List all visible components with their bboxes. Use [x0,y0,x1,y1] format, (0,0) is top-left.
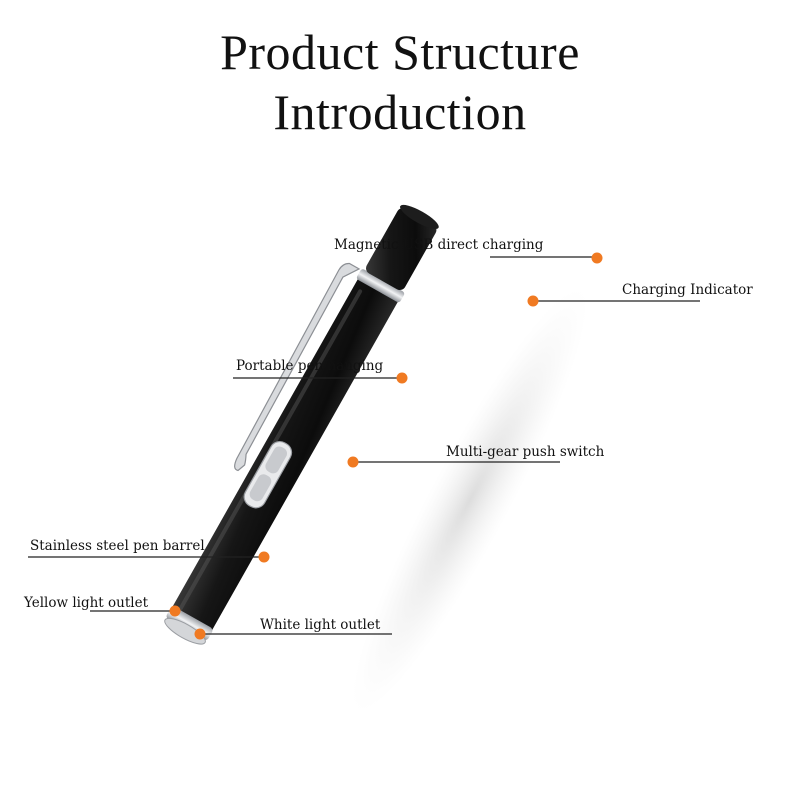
callout-usb-charging: Magnetic USB direct charging [334,237,544,253]
callout-white-light: White light outlet [260,617,381,633]
lens-face [164,617,206,645]
marker-clip [396,372,408,384]
pen-shadow [351,287,589,713]
pen-body [164,204,439,645]
rear-chrome-ring [356,269,405,303]
callout-push-switch: Multi-gear push switch [446,444,605,460]
callout-pen-barrel: Stainless steel pen barrel [30,538,205,554]
marker-usb [591,252,603,264]
callout-markers [169,252,603,640]
pocket-clip [234,262,361,472]
marker-white [194,628,206,640]
callout-pen-hanging: Portable pen hanging [236,358,384,374]
leader-lines [28,256,700,635]
callout-yellow-light: Yellow light outlet [24,595,149,611]
title-line-1: Product Structure [220,24,580,80]
tail-cap [366,208,437,290]
marker-barrel [258,551,270,563]
marker-yellow [169,605,181,617]
title-line-2: Introduction [273,84,527,140]
marker-indicator [527,295,539,307]
marker-switch [347,456,359,468]
callout-charging-indicator: Charging Indicator [622,282,753,298]
